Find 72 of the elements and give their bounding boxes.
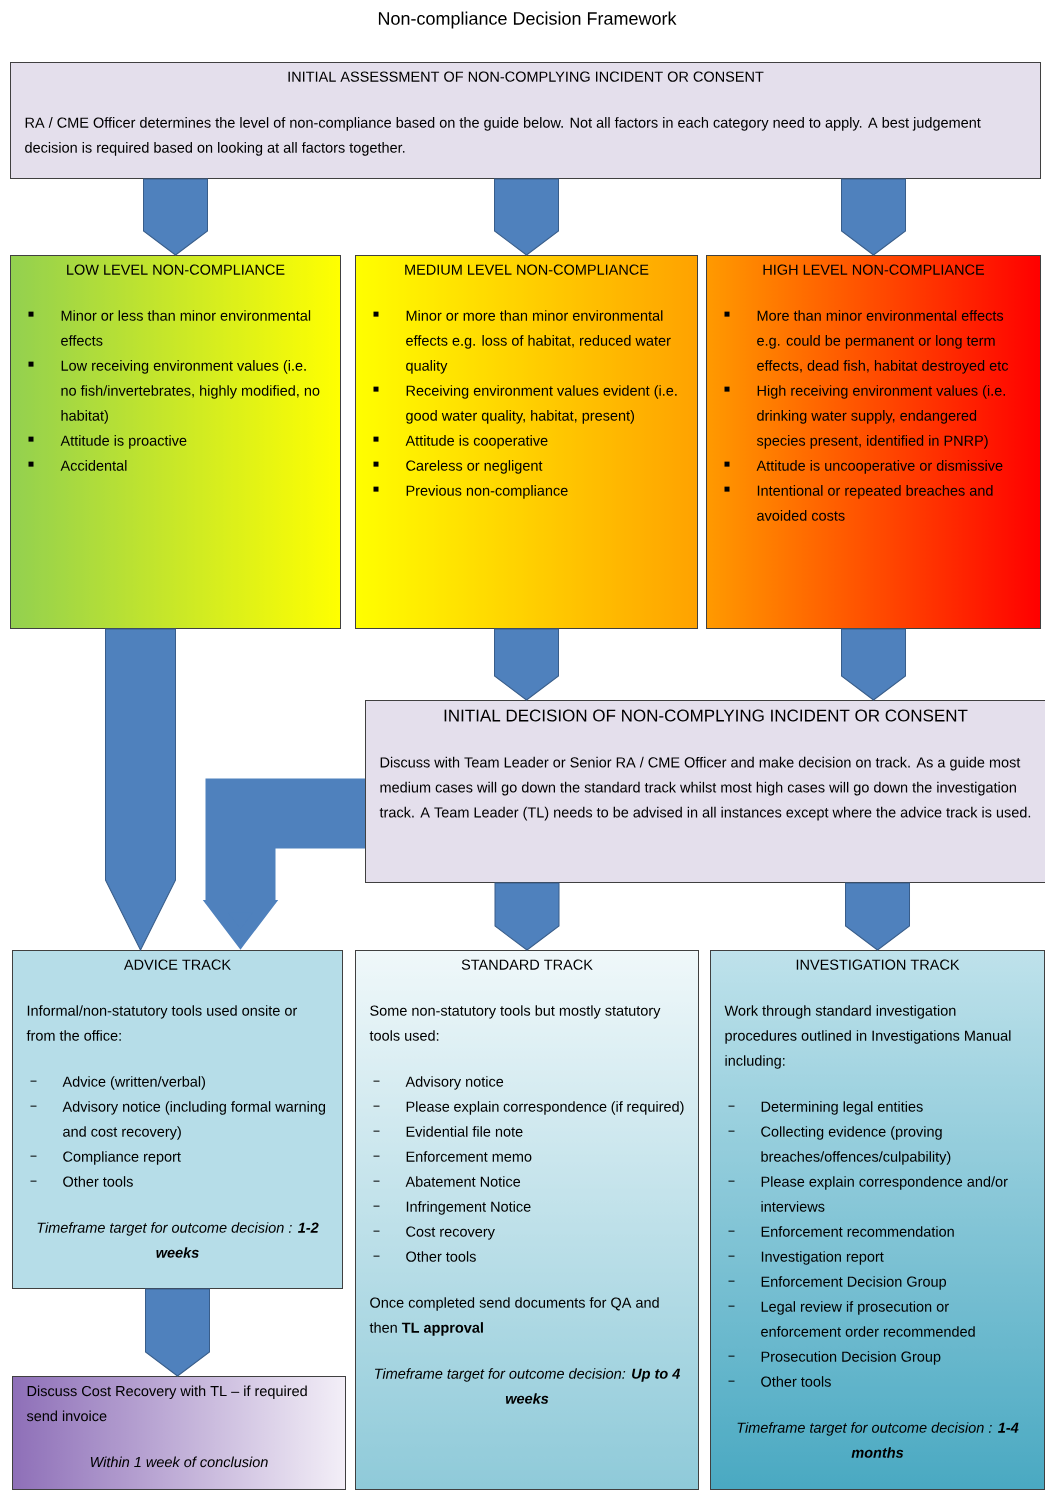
block-arrow	[105, 628, 176, 951]
body-text: Work through standard investigation procedures outlined in Investigations Manual including:	[724, 1005, 1011, 1069]
box-heading: INITIAL DECISION OF NON-COMPLYING INCIDENT OR CONSENT	[444, 709, 968, 722]
list-item: Investigation report	[728, 1251, 884, 1265]
level-box	[10, 255, 341, 629]
body-text: RA / CME Officer determines the level of non-compliance based on the guide below. Not all factors in each category need to apply. A best judgement decision is required based on looking at all factors together.	[25, 117, 981, 156]
list-item: Careless or negligent	[373, 460, 543, 474]
timeframe-note: Timeframe target for outcome decision : 1-2 weeks	[37, 1222, 319, 1258]
list-item: High receiving environment values (i.e. drinking water supply, endangered species present, identified in PNRP)	[724, 385, 1005, 449]
list-item: Prosecution Decision Group	[728, 1351, 941, 1365]
list-item: Attitude is cooperative	[373, 435, 548, 449]
cost-recovery-box	[12, 1376, 346, 1490]
list-item: More than minor environmental effects e.g. could be permanent or long term effects, dead fish, habitat destroyed etc	[724, 310, 1009, 374]
block-arrow	[841, 628, 906, 701]
list-item: Cost recovery	[373, 1226, 495, 1240]
block-arrow	[143, 178, 208, 256]
list-item: Please explain correspondence (if required)	[373, 1101, 684, 1115]
level-box	[355, 255, 698, 629]
block-arrow	[841, 178, 906, 256]
timeframe-note: Within 1 week of conclusion	[90, 1456, 268, 1468]
level-box	[706, 255, 1041, 629]
list-item: Advice (written/verbal)	[30, 1076, 205, 1090]
list-item: Minor or more than minor environmental effects e.g. loss of habitat, reduced water quality	[373, 310, 671, 374]
list-item: Compliance report	[30, 1151, 181, 1165]
list-item: Accidental	[28, 460, 127, 471]
list-item: Legal review if prosecution or enforcement order recommended	[728, 1301, 975, 1337]
timeframe-note: Timeframe target for outcome decision : 1-4 months	[737, 1422, 1019, 1458]
body-text: Once completed send documents for QA and then TL approval	[369, 1297, 659, 1336]
list-item: Enforcement recommendation	[728, 1226, 954, 1237]
block-arrow	[145, 1288, 210, 1377]
list-item: Attitude is proactive	[28, 435, 187, 449]
list-item: Enforcement memo	[373, 1151, 532, 1162]
body-text: Discuss Cost Recovery with TL – if required send invoice	[26, 1385, 307, 1422]
body-text: Discuss with Team Leader or Senior RA / CME Officer and make decision on track. As a guide most medium cases will go down the standard track whilst most high cases will go down the investigation track. A Team Leader (TL) needs to be advised in all instances except where the advice track is used.	[379, 756, 1031, 821]
list-item: Enforcement Decision Group	[728, 1276, 947, 1290]
list-item: Infringement Notice	[373, 1201, 531, 1215]
title: Non-compliance Decision Framework	[378, 11, 677, 29]
list-item: Advisory notice (including formal warning and cost recovery)	[30, 1101, 326, 1140]
assessment-box	[10, 62, 1041, 179]
list-item: Intentional or repeated breaches and avoided costs	[724, 485, 993, 521]
block-arrow	[494, 178, 559, 256]
block-arrow	[845, 882, 910, 951]
list-item: Other tools	[728, 1376, 831, 1387]
box-heading: HIGH LEVEL NON-COMPLIANCE	[763, 264, 985, 275]
block-arrow	[494, 628, 559, 701]
list-item: Other tools	[30, 1176, 133, 1187]
track-box	[710, 950, 1045, 1490]
list-item: Collecting evidence (proving breaches/offences/culpability)	[728, 1126, 951, 1165]
decision-box	[365, 700, 1045, 883]
list-item: Other tools	[373, 1251, 476, 1262]
box-heading: ADVICE TRACK	[123, 959, 231, 970]
list-item: Previous non-compliance	[373, 485, 568, 499]
list-item: Abatement Notice	[373, 1176, 521, 1187]
list-item: Evidential file note	[373, 1126, 523, 1137]
list-item: Receiving environment values evident (i.e. good water quality, habitat, present)	[373, 385, 677, 424]
list-item: Low receiving environment values (i.e. no fish/invertebrates, highly modified, no habitat)	[28, 360, 320, 424]
box-heading: MEDIUM LEVEL NON-COMPLIANCE	[405, 264, 649, 275]
box-heading: INITIAL ASSESSMENT OF NON-COMPLYING INCIDENT OR CONSENT	[288, 71, 764, 82]
box-heading: INVESTIGATION TRACK	[796, 959, 960, 970]
track-box	[355, 950, 699, 1490]
list-item: Determining legal entities	[728, 1101, 923, 1115]
list-item: Advisory notice	[373, 1076, 504, 1090]
list-item: Attitude is uncooperative or dismissive	[724, 460, 1003, 474]
box-heading: LOW LEVEL NON-COMPLIANCE	[67, 264, 285, 275]
body-text: Some non-statutory tools but mostly statutory tools used:	[369, 1005, 661, 1041]
block-arrow	[494, 882, 560, 951]
list-item: Minor or less than minor environmental effects	[28, 310, 311, 346]
timeframe-note: Timeframe target for outcome decision: Up to 4 weeks	[375, 1368, 681, 1404]
box-heading: STANDARD TRACK	[461, 959, 593, 970]
body-text: Informal/non-statutory tools used onsite or from the office:	[26, 1005, 298, 1041]
track-box	[12, 950, 343, 1289]
list-item: Please explain correspondence and/or interviews	[728, 1176, 1008, 1212]
